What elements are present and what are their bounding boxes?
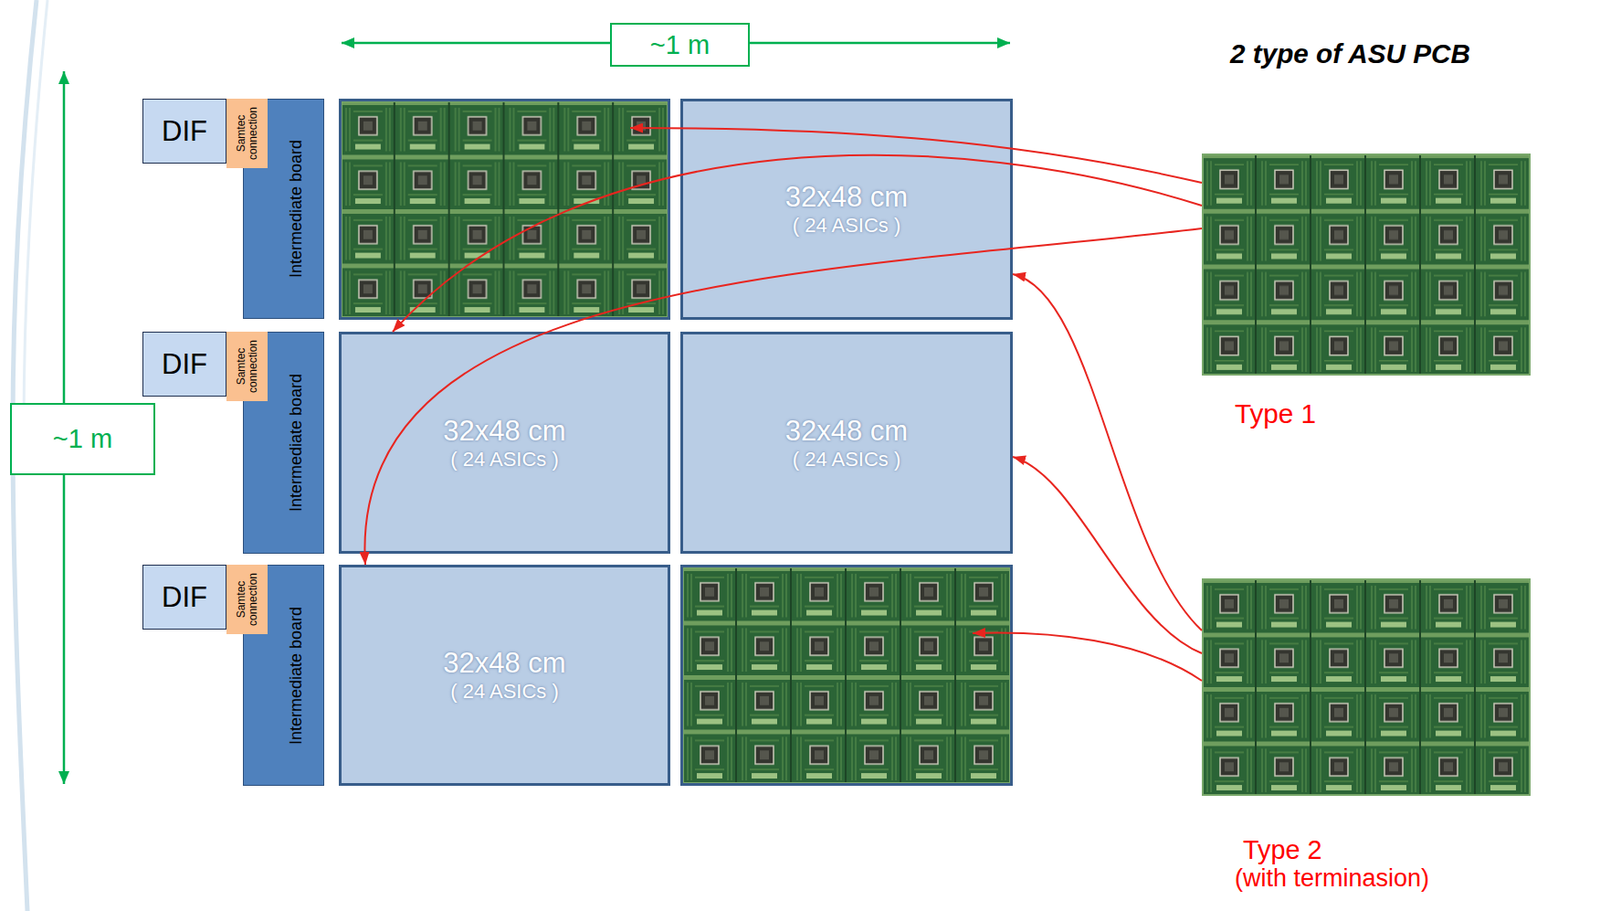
dimension-box: ~1 m — [10, 402, 156, 475]
asu-slot: 32x48 cm( 24 ASICs ) — [338, 564, 671, 786]
type-label: Type 1 — [1234, 398, 1542, 430]
leader-arrow — [972, 632, 1202, 681]
asu-pcb-type: Type 2(with terminasion) — [1201, 578, 1553, 903]
pcb-photo — [1201, 153, 1531, 376]
dif-board: DIF — [142, 331, 227, 397]
dimension-text: ~1 m — [52, 423, 113, 454]
red-arrow — [392, 155, 1202, 332]
board-name: DIF — [161, 580, 208, 614]
type-note: (with terminasion) — [1234, 864, 1553, 893]
slot-outline — [340, 100, 670, 319]
connector-box: Samtec connection — [226, 564, 268, 634]
asic-count: ( 24 ASICs ) — [450, 447, 559, 472]
pcb-photo — [682, 566, 1011, 784]
pcb-photo — [1201, 578, 1531, 796]
type-label: Type 2 — [1242, 835, 1553, 865]
pcb-photo — [340, 100, 669, 318]
connector-name: Samtec connection — [235, 335, 260, 398]
slide-decoration — [23, 0, 48, 430]
slot-size: 32x48 cm — [785, 413, 908, 448]
asic-count: ( 24 ASICs ) — [450, 679, 559, 704]
dimension-text: ~1 m — [650, 30, 710, 61]
connector-name: Samtec connection — [235, 102, 260, 165]
board-name: Intermediate board — [286, 605, 306, 744]
heading-block: 2 type of ASU PCB — [1230, 36, 1517, 94]
asu-slot: 32x48 cm( 24 ASICs ) — [338, 331, 671, 554]
heading-text: 2 type of ASU PCB — [1230, 36, 1517, 72]
connector-box: Samtec connection — [226, 98, 268, 169]
board-name: Intermediate board — [286, 373, 306, 512]
asu-slot: 32x48 cm( 24 ASICs ) — [680, 98, 1013, 320]
slot-outline — [682, 566, 1012, 785]
asic-count: ( 24 ASICs ) — [792, 213, 902, 238]
slot-size: 32x48 cm — [785, 179, 908, 214]
dif-board: DIF — [142, 98, 227, 164]
asu-slot: 32x48 cm( 24 ASICs ) — [680, 331, 1013, 554]
connector-box: Samtec connection — [226, 331, 268, 401]
board-name: DIF — [161, 347, 208, 381]
red-arrow — [1012, 273, 1202, 631]
connector-name: Samtec connection — [235, 568, 260, 631]
slot-size: 32x48 cm — [442, 413, 566, 448]
red-arrow — [364, 228, 1202, 565]
board-name: DIF — [161, 115, 208, 148]
red-arrow — [1012, 456, 1202, 653]
leader-arrow — [630, 127, 1202, 183]
asu-pcb-type: Type 1 — [1201, 153, 1542, 441]
asic-count: ( 24 ASICs ) — [792, 447, 902, 472]
board-name: Intermediate board — [286, 139, 306, 278]
dimension-box: ~1 m — [610, 22, 750, 67]
slot-size: 32x48 cm — [442, 645, 566, 680]
dif-board: DIF — [142, 564, 227, 630]
